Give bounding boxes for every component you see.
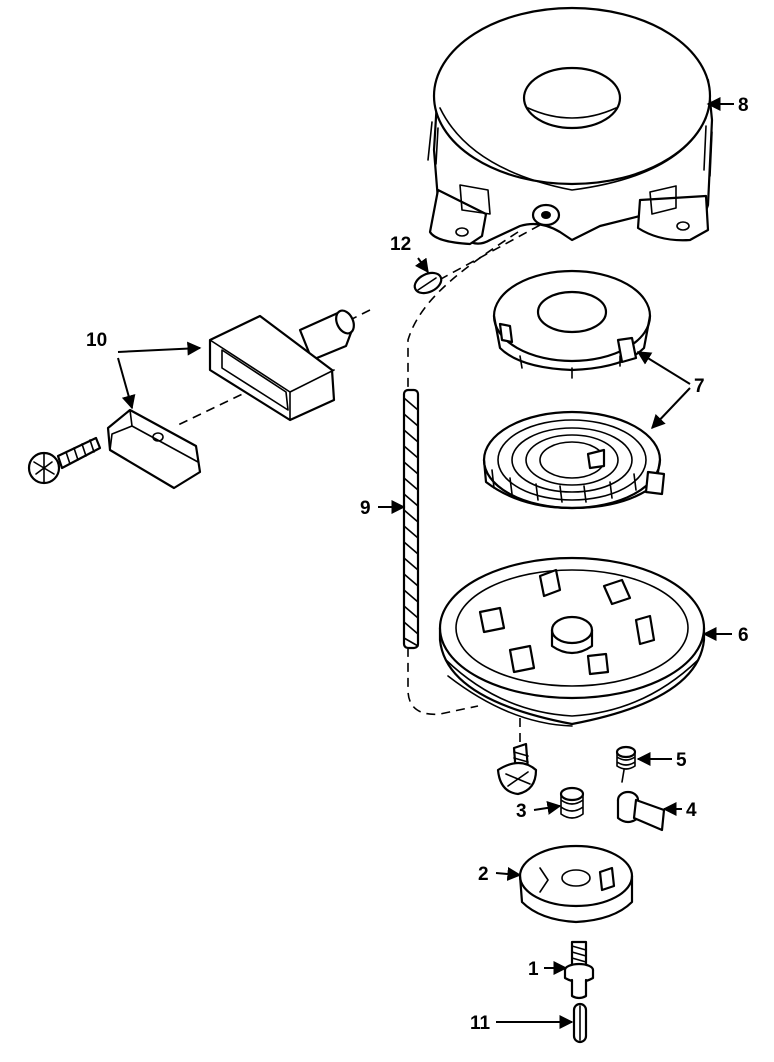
- rewind-spring: [482, 410, 666, 510]
- center-screw: [496, 742, 538, 796]
- starter-rope: [402, 388, 420, 650]
- callout-12: 12: [390, 234, 411, 255]
- brake-spring: [559, 786, 585, 819]
- handle-insert: [106, 408, 202, 490]
- rope-bushing: [413, 271, 443, 295]
- callout-leaders: [117, 97, 734, 1029]
- handle-screw: [27, 436, 102, 485]
- shoulder-screw: [563, 940, 595, 1000]
- callout-11: 11: [470, 1013, 491, 1034]
- callout-2: 2: [478, 864, 489, 885]
- starter-handle: [208, 309, 355, 422]
- callout-9: 9: [360, 498, 371, 519]
- callout-8: 8: [738, 95, 749, 116]
- pulley: [438, 556, 706, 727]
- callout-labels: 8 12 10 7 9 6 5 4 3 2 1 11: [86, 95, 749, 1034]
- callout-1: 1: [528, 959, 539, 980]
- starter-housing: [427, 6, 714, 246]
- callout-10: 10: [86, 330, 107, 351]
- pawl: [616, 790, 666, 832]
- callout-6: 6: [738, 625, 749, 646]
- retainer-pin: [572, 1002, 588, 1044]
- callout-5: 5: [676, 750, 687, 771]
- assembly-lines: [177, 217, 554, 748]
- callout-3: 3: [516, 801, 527, 822]
- callout-7: 7: [694, 376, 705, 397]
- retainer: [518, 844, 634, 924]
- callout-4: 4: [686, 800, 697, 821]
- pawl-spring: [615, 745, 637, 783]
- spring-cup: [492, 269, 652, 379]
